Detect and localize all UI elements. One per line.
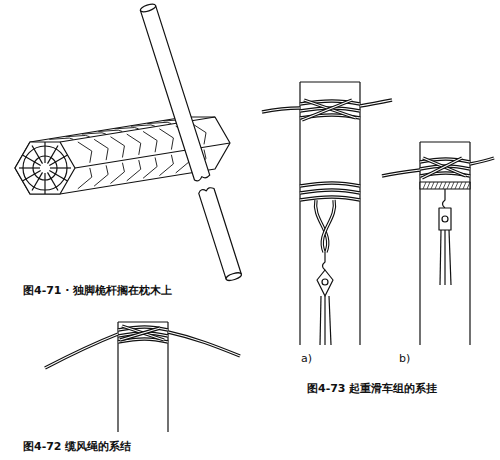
- subfigure-label: b): [398, 352, 411, 365]
- figure-caption: 图4-72 缆风绳的系结: [22, 440, 132, 453]
- pulley-rig-a: [262, 82, 392, 345]
- mast-pole: [139, 3, 242, 282]
- guy-rope-knot: [45, 322, 240, 432]
- figure-caption: 图4-71 · 独脚桅杆搁在枕木上: [22, 284, 173, 297]
- figure-caption: 图4-73 起重滑车组的系挂: [306, 382, 438, 395]
- pulley-rig-b: [382, 142, 494, 345]
- subfigure-label: a): [300, 352, 313, 365]
